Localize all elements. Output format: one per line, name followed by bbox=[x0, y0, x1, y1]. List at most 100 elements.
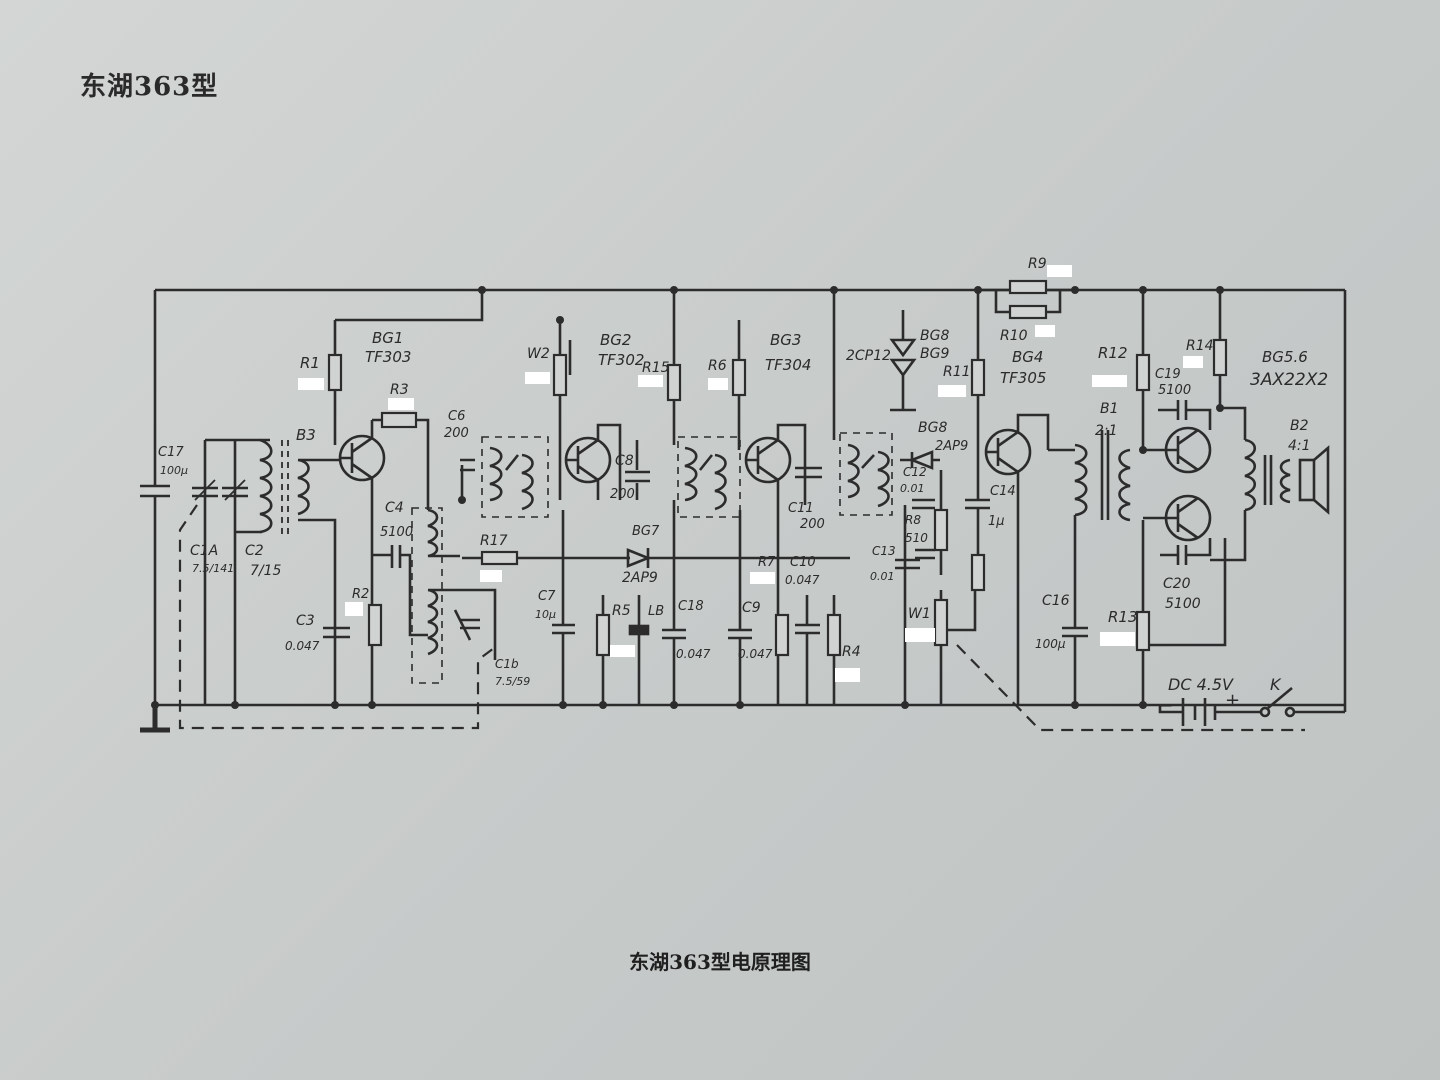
if-transformer-1 bbox=[481, 436, 549, 518]
c4-label: C4 bbox=[385, 500, 404, 516]
bg7-type-label: 2AP9 bbox=[622, 570, 658, 586]
r13-label: R13 bbox=[1108, 608, 1138, 626]
c7-capacitor bbox=[552, 510, 575, 705]
bg1-transistor bbox=[338, 420, 386, 705]
r8-label: R8 bbox=[905, 513, 921, 527]
w2-label: W2 bbox=[527, 346, 550, 362]
c20-capacitor bbox=[1160, 538, 1212, 565]
r13-resistor bbox=[1135, 520, 1151, 705]
b3-label: B3 bbox=[296, 426, 316, 444]
c12-value: 0.01 bbox=[900, 482, 925, 495]
c7-label: C7 bbox=[538, 589, 556, 604]
bg3-label: BG3 bbox=[770, 331, 801, 349]
bg2-label: BG2 bbox=[600, 331, 631, 349]
r14-resistor bbox=[1143, 290, 1247, 647]
r10-label: R10 bbox=[1000, 328, 1028, 344]
r15-label: R15 bbox=[642, 360, 670, 376]
bg8-detector-diode bbox=[900, 450, 940, 470]
bg1-type-label: TF303 bbox=[365, 348, 411, 366]
dc-label: DC 4.5V bbox=[1168, 675, 1234, 694]
junction-dots bbox=[151, 286, 1224, 709]
c1a-label: C1A bbox=[190, 543, 218, 559]
r7-resistor bbox=[774, 613, 790, 657]
r8-value: 510 bbox=[905, 531, 928, 545]
c20-value: 5100 bbox=[1165, 596, 1201, 612]
c11-label: C11 bbox=[788, 501, 814, 516]
bg8-type-label: 2AP9 bbox=[935, 439, 968, 454]
if-transformer-3 bbox=[832, 290, 893, 516]
c10-capacitor bbox=[795, 595, 820, 705]
w1-label: W1 bbox=[908, 606, 931, 622]
ground-symbol bbox=[140, 705, 170, 733]
c9-capacitor bbox=[728, 510, 752, 705]
lb-label: LB bbox=[648, 604, 664, 619]
r7-label: R7 bbox=[758, 555, 776, 570]
c18-value: 0.047 bbox=[676, 647, 711, 661]
bg89-label-2: BG9 bbox=[920, 346, 949, 362]
c16-label: C16 bbox=[1042, 593, 1070, 609]
w2-potentiometer bbox=[552, 320, 572, 500]
speaker-icon bbox=[1298, 445, 1330, 515]
r6-label: R6 bbox=[708, 358, 727, 374]
r5-label: R5 bbox=[612, 603, 631, 619]
c19-value: 5100 bbox=[1158, 383, 1191, 398]
c6-label: C6 bbox=[448, 409, 465, 424]
c2-value: 7/15 bbox=[250, 563, 282, 579]
c19-label: C19 bbox=[1155, 367, 1181, 382]
r14-label: R14 bbox=[1186, 338, 1214, 354]
blanked-values bbox=[298, 265, 1203, 682]
c10-label: C10 bbox=[790, 555, 816, 570]
c13-capacitor bbox=[895, 558, 920, 570]
r5-resistor bbox=[595, 595, 611, 705]
bg6-transistor bbox=[1143, 494, 1212, 542]
bg2-transistor bbox=[564, 423, 622, 500]
bg89-label-1: BG8 bbox=[920, 328, 949, 344]
c14-label: C14 bbox=[990, 484, 1016, 499]
c17-capacitor bbox=[140, 484, 170, 498]
c4-value: 5100 bbox=[380, 525, 413, 540]
r8-c12-network bbox=[903, 470, 949, 705]
c18-capacitor bbox=[662, 500, 686, 705]
c1-tuning-gang bbox=[178, 504, 499, 730]
bg2-type-label: TF302 bbox=[598, 351, 644, 369]
c1a-value: 7.5/141 bbox=[192, 562, 234, 575]
c18-label: C18 bbox=[678, 599, 704, 614]
bg4-transistor bbox=[984, 413, 1050, 705]
osc-coil bbox=[411, 507, 497, 684]
k-label: K bbox=[1270, 675, 1282, 694]
c9-label: C9 bbox=[742, 600, 761, 616]
c16-value: 100μ bbox=[1035, 637, 1066, 651]
r6-resistor bbox=[731, 320, 747, 450]
c11-capacitor bbox=[795, 466, 822, 479]
r3-label: R3 bbox=[390, 382, 409, 398]
page-title: 东湖363型 bbox=[80, 72, 219, 102]
b2-ratio: 4:1 bbox=[1288, 438, 1311, 454]
bg8-label: BG8 bbox=[918, 420, 947, 436]
r15-resistor bbox=[666, 290, 682, 445]
c1b-value: 7.5/59 bbox=[495, 675, 530, 688]
c14-value: 1μ bbox=[988, 514, 1005, 529]
r12-resistor bbox=[1135, 290, 1151, 450]
c6-capacitor bbox=[460, 458, 475, 500]
bg7-diode bbox=[626, 548, 850, 568]
r12-label: R12 bbox=[1098, 344, 1128, 362]
r11-resistor bbox=[970, 290, 986, 500]
bg3-transistor bbox=[744, 423, 807, 705]
c9-value: 0.047 bbox=[738, 647, 773, 661]
c10-value: 0.047 bbox=[785, 573, 820, 587]
c11-value: 200 bbox=[800, 517, 825, 532]
b1-label: B1 bbox=[1100, 401, 1119, 417]
bg56-label: BG5.6 bbox=[1262, 348, 1308, 366]
c3-value: 0.047 bbox=[285, 639, 320, 653]
r11-label: R11 bbox=[943, 364, 971, 380]
c13-label: C13 bbox=[872, 544, 896, 558]
bg89-type-label: 2CP12 bbox=[846, 348, 891, 364]
if-transformer-2 bbox=[677, 436, 741, 518]
diagram-caption: 东湖363型电原理图 bbox=[629, 950, 811, 974]
bg1-collector-wire bbox=[335, 290, 484, 322]
c3-capacitor bbox=[323, 626, 350, 639]
c17-label: C17 bbox=[158, 445, 184, 460]
bg8-bg9-diodes bbox=[889, 310, 917, 412]
r4-label: R4 bbox=[842, 644, 861, 660]
